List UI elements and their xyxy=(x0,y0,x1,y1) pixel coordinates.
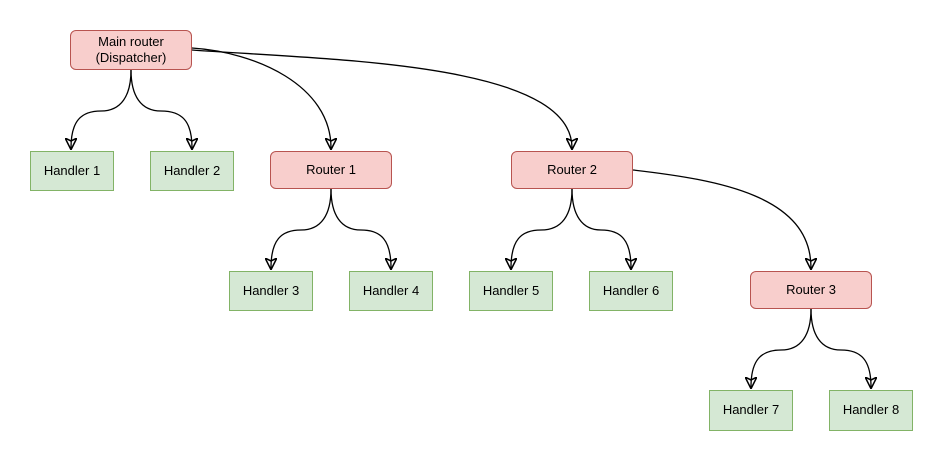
edge-main-router-to-router-1 xyxy=(191,47,331,148)
node-router-2-label: Router 2 xyxy=(547,161,597,177)
edge-main-router-to-router-2 xyxy=(191,49,572,148)
edge-router-3-to-handler-7 xyxy=(751,308,812,387)
node-handler-8-label: Handler 8 xyxy=(842,402,900,418)
node-router-1[interactable]: Router 1 xyxy=(270,151,392,189)
node-handler-4[interactable]: Handler 4 xyxy=(349,271,433,311)
node-handler-3[interactable]: Handler 3 xyxy=(229,271,313,311)
edge-main-router-to-handler-1 xyxy=(71,69,132,148)
node-handler-3-label: Handler 3 xyxy=(242,282,300,298)
node-handler-4-label: Handler 4 xyxy=(362,282,420,298)
node-handler-5-label: Handler 5 xyxy=(482,282,540,298)
node-handler-7[interactable]: Handler 7 xyxy=(709,390,793,431)
edge-router-1-to-handler-3 xyxy=(271,188,332,268)
edge-router-2-to-handler-6 xyxy=(571,188,631,268)
edge-main-router-to-handler-2 xyxy=(130,69,192,148)
node-handler-6-label: Handler 6 xyxy=(602,282,660,298)
edge-router-2-to-handler-5 xyxy=(511,188,573,268)
node-router-2[interactable]: Router 2 xyxy=(511,151,633,189)
node-router-1-label: Router 1 xyxy=(306,161,356,177)
node-handler-2-label: Handler 2 xyxy=(163,162,221,178)
node-handler-1[interactable]: Handler 1 xyxy=(30,151,114,191)
node-main-router[interactable]: Main router (Dispatcher) xyxy=(70,30,192,70)
node-router-3-label: Router 3 xyxy=(786,281,836,297)
node-handler-8[interactable]: Handler 8 xyxy=(829,390,913,431)
node-main-router-label: Main router (Dispatcher) xyxy=(95,33,167,65)
edge-router-3-to-handler-8 xyxy=(810,308,871,387)
node-handler-1-label: Handler 1 xyxy=(43,162,101,178)
node-handler-6[interactable]: Handler 6 xyxy=(589,271,673,311)
node-handler-7-label: Handler 7 xyxy=(722,402,780,418)
edge-router-2-to-router-3 xyxy=(632,169,811,268)
edge-router-1-to-handler-4 xyxy=(330,188,391,268)
node-handler-5[interactable]: Handler 5 xyxy=(469,271,553,311)
node-router-3[interactable]: Router 3 xyxy=(750,271,872,309)
node-handler-2[interactable]: Handler 2 xyxy=(150,151,234,191)
